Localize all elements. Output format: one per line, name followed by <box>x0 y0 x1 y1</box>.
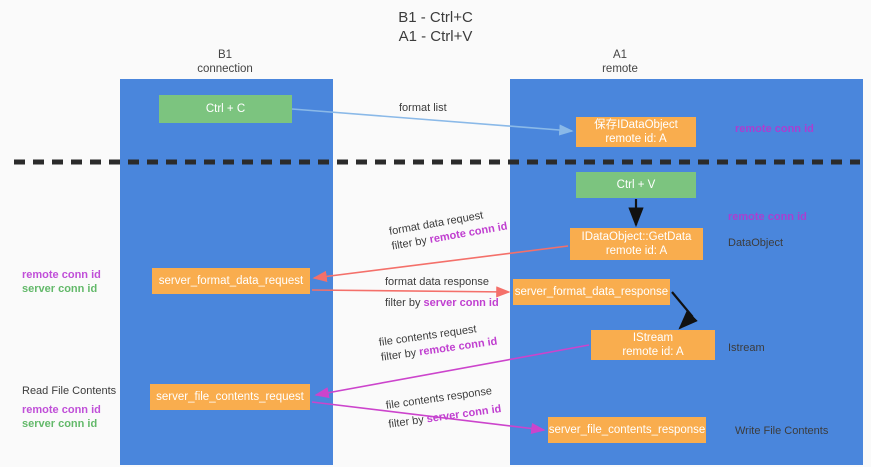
node-istream-line2: remote id: A <box>622 346 684 358</box>
node-server-format-data-request[interactable]: server_format_data_request <box>152 268 310 294</box>
node-istream[interactable]: IStream remote id: A <box>591 330 715 360</box>
conn-id-server: server conn id <box>423 297 499 309</box>
edge-label-format-data-response-filter: filter by server conn id <box>385 297 499 309</box>
label-istream: Istream <box>728 342 765 354</box>
lane-header-a1-line1: A1 <box>612 49 628 61</box>
node-istream-line1: IStream <box>632 332 674 344</box>
edge-label-format-list: format list <box>399 102 447 114</box>
label-write-file-contents: Write File Contents <box>735 425 829 437</box>
node-save-dataobject-line1: 保存IDataObject <box>594 119 678 131</box>
node-ctrl-c-label: Ctrl + C <box>205 103 246 115</box>
edge-label-format-data-response-line1: format data response <box>385 276 489 288</box>
legend-top: remote conn id server conn id <box>22 268 101 296</box>
node-server-file-contents-request[interactable]: server_file_contents_request <box>150 384 310 410</box>
legend-remote-conn-id: remote conn id <box>22 269 101 281</box>
edge-label-format-data-request: format data request filter by remote con… <box>388 205 509 255</box>
tag-remote-conn-id-top: remote conn id <box>735 123 814 135</box>
lane-header-a1-line2: remote <box>602 63 638 75</box>
node-server-format-data-response-label: server_format_data_response <box>514 286 669 298</box>
legend-remote-conn-id: remote conn id <box>22 404 101 416</box>
label-dataobject: DataObject <box>728 237 784 249</box>
node-save-dataobject[interactable]: 保存IDataObject remote id: A <box>576 117 696 147</box>
edge-label-file-contents-request: file contents request filter by remote c… <box>378 320 498 366</box>
lane-header-b1-line1: B1 <box>217 49 233 61</box>
node-server-file-contents-request-label: server_file_contents_request <box>156 391 304 403</box>
node-save-dataobject-line2: remote id: A <box>605 133 667 145</box>
node-server-format-data-request-label: server_format_data_request <box>158 275 304 287</box>
lane-header-b1-line2: connection <box>197 63 253 75</box>
lane-header-b1: B1 connection <box>150 48 300 76</box>
node-getdata-line2: remote id: A <box>605 245 668 257</box>
node-server-file-contents-response-label: server_file_contents_response <box>548 424 706 436</box>
page-title-line2: A1 - Ctrl+V <box>398 28 473 45</box>
edge-label-file-contents-response: file contents response filter by server … <box>385 383 502 432</box>
node-getdata-line1: IDataObject::GetData <box>581 231 692 243</box>
node-idataobject-getdata[interactable]: IDataObject::GetData remote id: A <box>570 228 703 260</box>
lane-header-a1: A1 remote <box>545 48 695 76</box>
tag-remote-conn-id-mid: remote conn id <box>728 211 807 223</box>
node-server-file-contents-response[interactable]: server_file_contents_response <box>548 417 706 443</box>
node-server-format-data-response[interactable]: server_format_data_response <box>513 279 670 305</box>
node-ctrl-v[interactable]: Ctrl + V <box>576 172 696 198</box>
node-ctrl-c[interactable]: Ctrl + C <box>159 95 292 123</box>
legend-server-conn-id: server conn id <box>22 418 98 430</box>
edge-label-format-data-response: format data response filter by server co… <box>385 275 499 311</box>
page-title-line1: B1 - Ctrl+C <box>398 9 473 26</box>
label-read-file-contents: Read File Contents <box>22 385 117 397</box>
legend-bottom: remote conn id server conn id <box>22 403 101 431</box>
legend-server-conn-id: server conn id <box>22 283 98 295</box>
node-ctrl-v-label: Ctrl + V <box>616 179 656 191</box>
